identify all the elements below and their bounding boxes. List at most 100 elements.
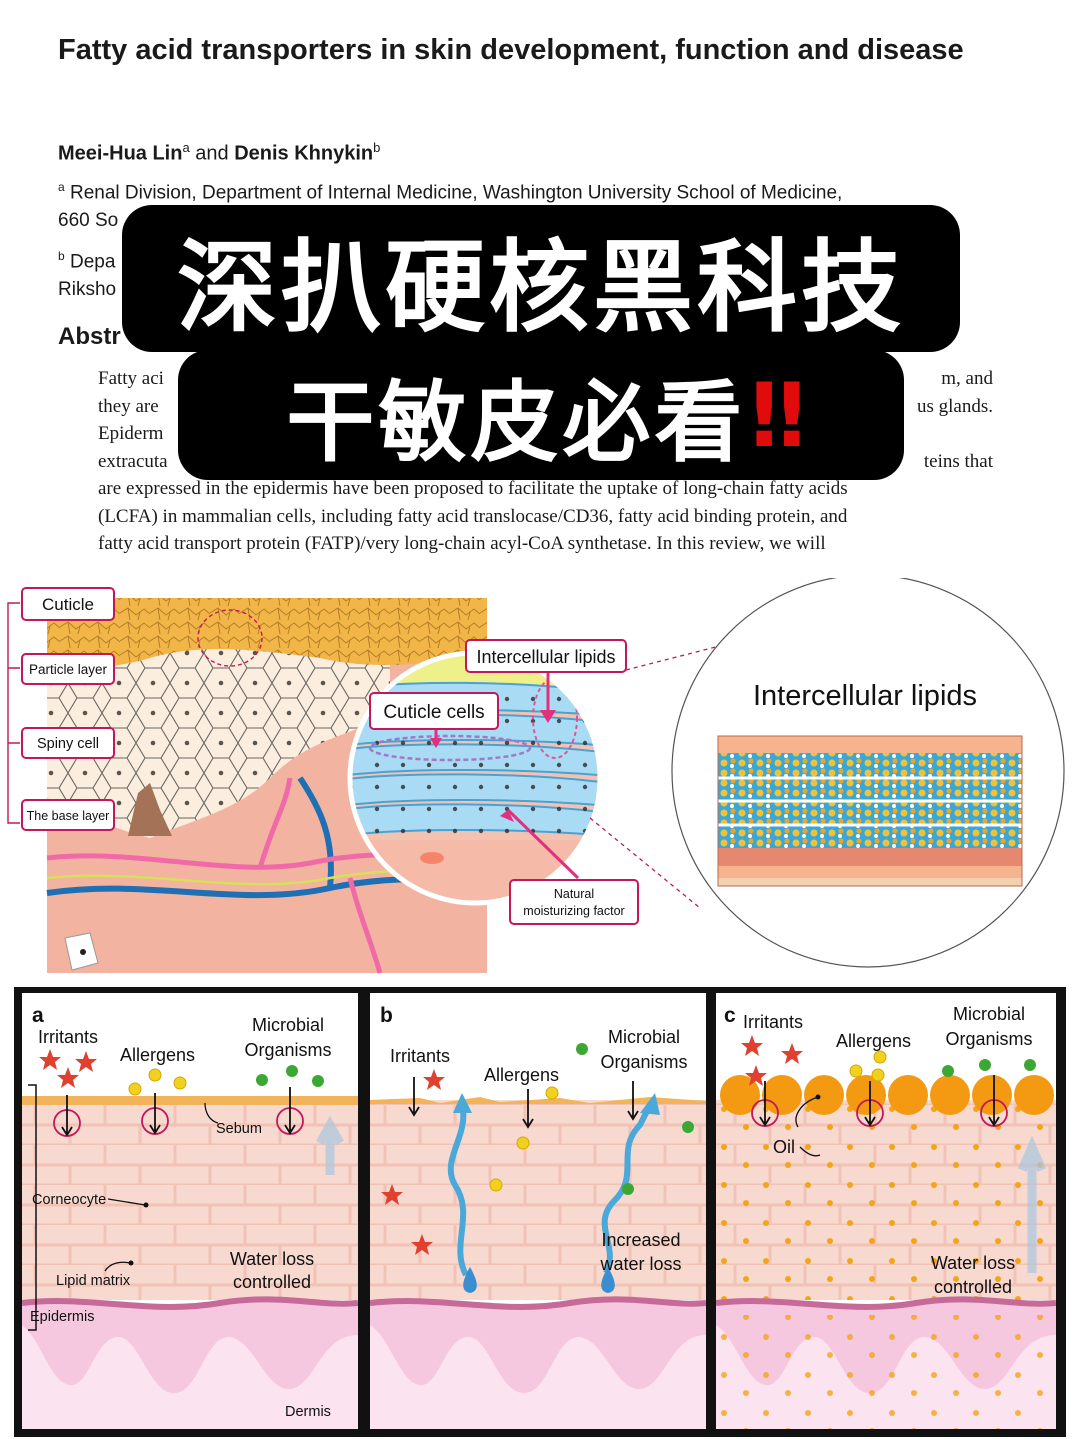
- panel-a-sebum: Sebum: [216, 1121, 262, 1137]
- panel-c-annotations: c Irritants Allergens Microbial Organism…: [724, 1004, 1036, 1297]
- panel-b-increased-2: water loss: [599, 1254, 681, 1274]
- panel-a-dermis: Dermis: [285, 1404, 331, 1420]
- water-drop-2: [601, 1267, 615, 1293]
- abstract-line-right: m, and: [941, 368, 993, 389]
- panel-a-epidermis: Epidermis: [30, 1309, 94, 1325]
- panel-c-irritants: Irritants: [743, 1012, 803, 1032]
- abstract-line-right: teins that: [923, 450, 993, 472]
- abstract-line-right: us glands.: [917, 395, 993, 417]
- abstract-line: (LCFA) in mammalian cells, including fat…: [98, 503, 998, 531]
- panel-a-microbial-1: Microbial: [252, 1015, 324, 1035]
- author-2: Denis Khnykin: [234, 142, 374, 165]
- irritant-icons: [39, 1049, 97, 1088]
- double-exclamation-icon: ‼: [750, 363, 805, 467]
- paper-authors: Meei-Hua Lina and Denis Khnykinb: [58, 140, 380, 166]
- damaged-sebum: [370, 1097, 706, 1104]
- panel-a-corneocyte: Corneocyte: [32, 1192, 106, 1208]
- panel-c-microbial-1: Microbial: [953, 1004, 1025, 1024]
- epidermis-line: [22, 1296, 358, 1310]
- blocked-arrows: [53, 1087, 304, 1137]
- label-spiny-cell-text: Spiny cell: [37, 736, 99, 752]
- callout-intercellular-lipids: Intercellular lipids: [465, 639, 627, 673]
- panel-c-oil: Oil: [773, 1137, 795, 1157]
- blood-vessel-blue-branch: [297, 776, 334, 889]
- panel-a-annotations: a Irritants Allergens Microbial Organism…: [30, 1004, 332, 1420]
- panel-c-water-2: controlled: [934, 1277, 1012, 1297]
- callout-nmf: Natural moisturizing factor: [509, 879, 639, 925]
- panel-a-allergens: Allergens: [120, 1045, 195, 1065]
- affil-a-sup: a: [58, 180, 65, 194]
- blood-vessel-pink-branch: [257, 777, 383, 974]
- label-cuticle-text: Cuticle: [42, 595, 94, 614]
- abstract-line-left: (LCFA) in mammalian cells, including fat…: [98, 505, 848, 527]
- author-2-sup: b: [373, 140, 381, 155]
- label-spiny-cell: Spiny cell: [21, 727, 115, 759]
- label-particle-layer: Particle layer: [21, 653, 115, 685]
- affil-a-line2: 660 So: [58, 210, 119, 232]
- panel-a-lipid-matrix: Lipid matrix: [56, 1273, 131, 1289]
- panel-c-microbial-2: Organisms: [945, 1029, 1032, 1049]
- author-1: Meei-Hua Lin: [58, 142, 183, 165]
- panel-c-letter: c: [724, 1004, 736, 1027]
- callout-cuticle-cells-text: Cuticle cells: [383, 702, 484, 723]
- water-drop-1: [463, 1267, 477, 1293]
- author-and: and: [195, 142, 229, 165]
- skin-structure-figure: Cuticle Particle layer Spiny cell The ba…: [7, 578, 1065, 974]
- panel-a-water-2: controlled: [233, 1272, 311, 1292]
- fat-cell-nucleus: [80, 949, 86, 955]
- abstract-line-left: Epiderm: [98, 423, 164, 444]
- stratum-corneum-texture: [47, 598, 487, 667]
- water-loss-stream-2: [601, 1103, 653, 1275]
- label-base-layer-text: The base layer: [27, 809, 110, 823]
- abstract-heading: Abstr: [58, 323, 121, 350]
- panel-c-allergens: Allergens: [836, 1031, 911, 1051]
- abstract-line: they are us glands.: [98, 393, 998, 421]
- affil-b-line2: Riksho: [58, 279, 117, 301]
- panel-b: [370, 993, 706, 1429]
- abstract-line: are expressed in the epidermis have been…: [98, 475, 998, 503]
- oil-droplets: [720, 1075, 1054, 1115]
- callout-intercellular-text: Intercellular lipids: [476, 647, 615, 667]
- overlay-banner-line1: 深扒硬核黑科技: [122, 205, 960, 352]
- paper-title: Fatty acid transporters in skin developm…: [58, 34, 964, 66]
- panel-b-increased-1: Increased: [601, 1230, 680, 1250]
- callout-nmf-line1: Natural: [554, 887, 594, 901]
- affil-b-line1: Depa: [69, 251, 116, 273]
- author-1-sup: a: [182, 140, 190, 155]
- sebum-layer: [22, 1096, 358, 1105]
- water-loss-stream-1: [447, 1104, 469, 1277]
- panel-a-irritants: Irritants: [38, 1027, 98, 1047]
- overlay-line2-text: 干敏皮必看: [286, 370, 747, 474]
- panel-b-annotations: b Irritants Allergens Microbial Organism…: [380, 1004, 694, 1274]
- affiliation-b: b Depa Riksho: [58, 242, 1018, 304]
- melanocyte: [128, 783, 172, 836]
- callout-nmf-line2: moisturizing factor: [523, 904, 624, 918]
- panel-a-water-1: Water loss: [230, 1249, 314, 1269]
- affil-a-line1: Renal Division, Department of Internal M…: [69, 182, 843, 204]
- panel-b-microbial-2: Organisms: [600, 1052, 687, 1072]
- panel-a-letter: a: [32, 1004, 44, 1027]
- lipid-panel-title: Intercellular lipids: [753, 680, 977, 712]
- abstract-line-left: are expressed in the epidermis have been…: [98, 478, 848, 499]
- panel-b-microbial-1: Microbial: [608, 1027, 680, 1047]
- lipid-bilayer-block: [717, 735, 1023, 887]
- barrier-panels-figure: a Irritants Allergens Microbial Organism…: [14, 987, 1066, 1437]
- abstract-line-left: they are: [98, 395, 159, 417]
- lipid-panel: Intercellular lipids: [671, 578, 1065, 968]
- abstract-line: fatty acid transport protein (FATP)/very…: [98, 530, 998, 558]
- microbe-icons: [256, 1065, 324, 1087]
- panel-b-irritants: Irritants: [390, 1046, 450, 1066]
- paper-header: Fatty acid transporters in skin developm…: [0, 0, 1080, 570]
- panel-b-letter: b: [380, 1004, 393, 1027]
- panel-c-water-1: Water loss: [931, 1253, 1015, 1273]
- panel-b-allergens: Allergens: [484, 1065, 559, 1085]
- label-base-layer: The base layer: [21, 799, 115, 831]
- panel-c: [716, 993, 1056, 1429]
- epidermis-cell-grid: [47, 608, 390, 838]
- label-cuticle: Cuticle: [21, 587, 115, 621]
- layer-bracket: [7, 602, 20, 824]
- callout-cuticle-cells: Cuticle cells: [369, 692, 499, 730]
